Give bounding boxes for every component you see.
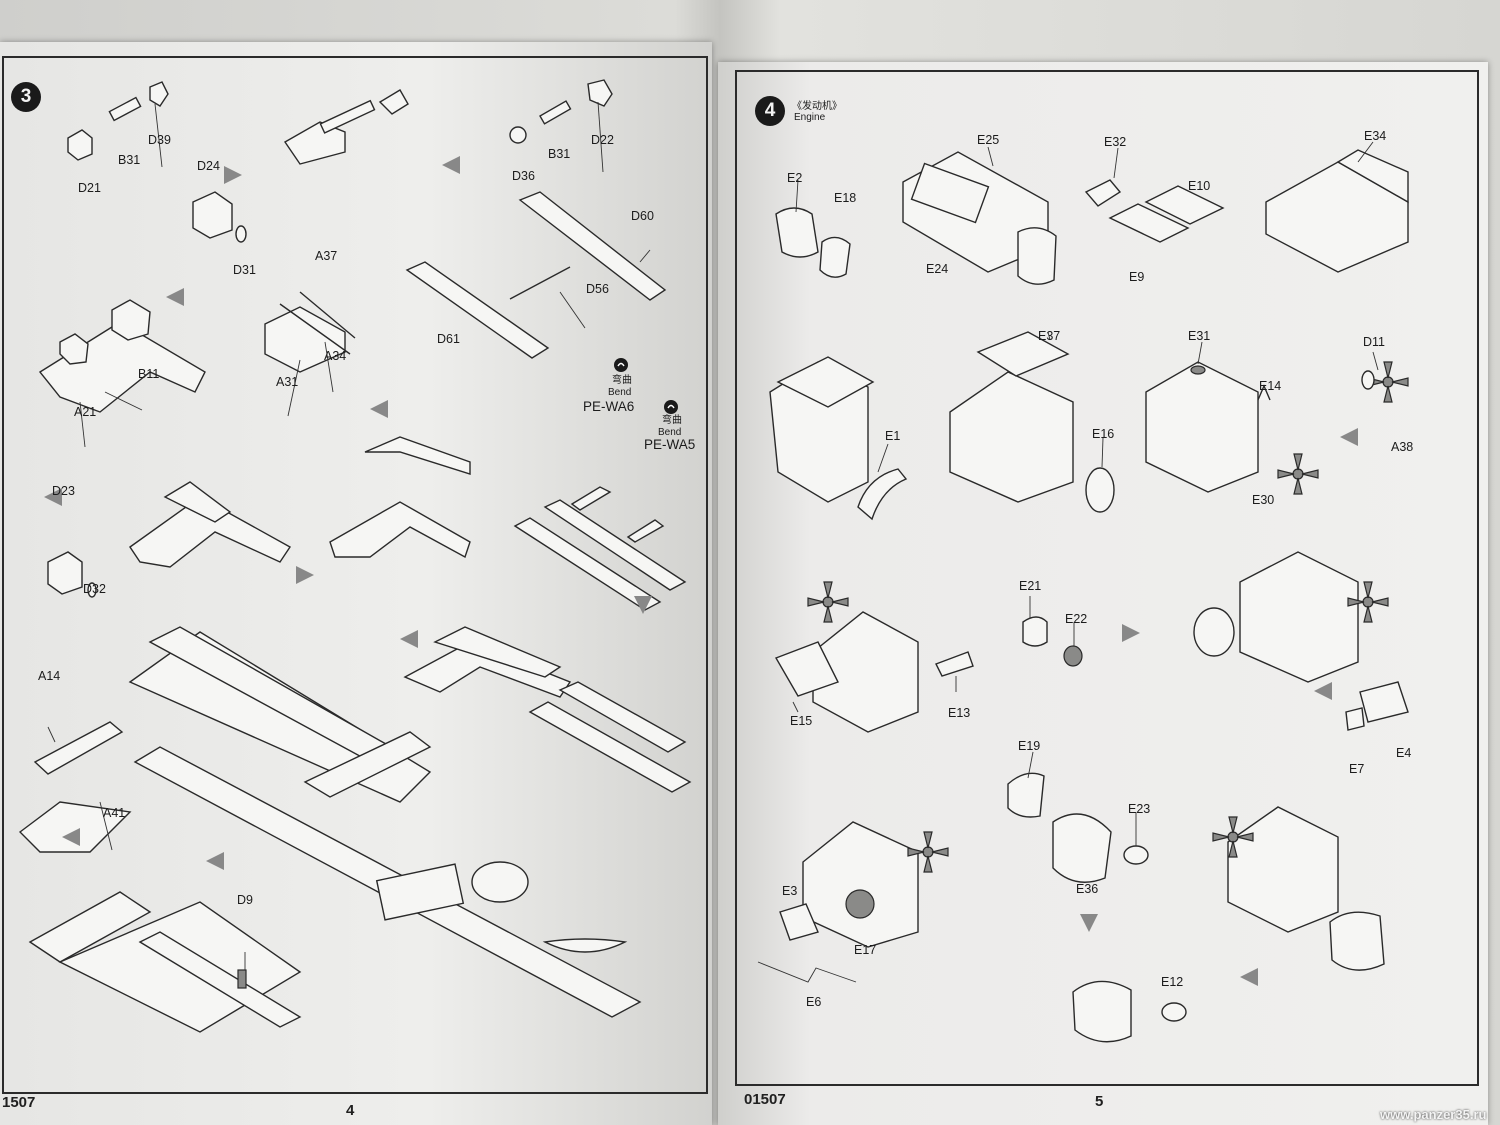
- step-number-badge: 4: [755, 96, 785, 126]
- part-label: D60: [631, 209, 654, 223]
- part-label: E36: [1076, 882, 1099, 896]
- part-label: D24: [197, 159, 220, 173]
- bend-icon: [664, 400, 678, 414]
- bend-note-english: Bend: [608, 387, 632, 398]
- left-page-frame: [2, 56, 708, 1094]
- part-label: E22: [1065, 612, 1088, 626]
- part-label: E25: [977, 133, 1000, 147]
- part-label: B31: [548, 147, 571, 161]
- bend-icon: [614, 358, 628, 372]
- flow-arrow-icon: [400, 630, 418, 648]
- part-label: B31: [118, 153, 141, 167]
- part-label: A14: [38, 669, 61, 683]
- flow-arrow-icon: [1122, 624, 1140, 642]
- right-page: 4 《发动机》 Engine: [718, 62, 1488, 1125]
- flow-arrow-icon: [370, 400, 388, 418]
- flow-arrow-icon: [634, 596, 652, 614]
- part-label: E7: [1349, 762, 1365, 776]
- part-label: D31: [233, 263, 256, 277]
- part-label: D21: [78, 181, 101, 195]
- flow-arrow-icon: [1080, 914, 1098, 932]
- right-page-frame: [735, 70, 1479, 1086]
- part-label: A21: [74, 405, 97, 419]
- part-label: D23: [52, 484, 75, 498]
- part-label: E14: [1259, 379, 1282, 393]
- section-title-chinese: 《发动机》: [792, 101, 842, 112]
- part-label: E6: [806, 995, 822, 1009]
- part-label: B11: [138, 367, 160, 381]
- part-label: E2: [787, 171, 803, 185]
- part-label: E3: [782, 884, 798, 898]
- flow-arrow-icon: [166, 288, 184, 306]
- part-label: E13: [948, 706, 971, 720]
- part-label: A31: [276, 375, 299, 389]
- part-label: E1: [885, 429, 901, 443]
- page-number: 5: [1095, 1093, 1104, 1110]
- flow-arrow-icon: [296, 566, 314, 584]
- part-label: D56: [586, 282, 609, 296]
- flow-arrow-icon: [44, 488, 62, 506]
- part-label: A41: [103, 806, 126, 820]
- part-label: D36: [512, 169, 535, 183]
- bend-note-chinese: 弯曲: [662, 415, 682, 426]
- part-label: E21: [1019, 579, 1042, 593]
- part-label: E23: [1128, 802, 1151, 816]
- part-label: A38: [1391, 440, 1414, 454]
- part-label: E30: [1252, 493, 1275, 507]
- left-page: 3: [0, 42, 712, 1125]
- part-label: E32: [1104, 135, 1127, 149]
- part-label: A37: [315, 249, 338, 263]
- part-label: D61: [437, 332, 460, 346]
- flow-arrow-icon: [206, 852, 224, 870]
- step-number-badge: 3: [11, 82, 41, 112]
- flow-arrow-icon: [1240, 968, 1258, 986]
- flow-arrow-icon: [442, 156, 460, 174]
- part-label: E4: [1396, 746, 1412, 760]
- engine-assembly-drawing: [757, 141, 1409, 1043]
- chassis-assembly-drawing: [18, 79, 692, 1033]
- part-label: E9: [1129, 270, 1145, 284]
- part-label: E19: [1018, 739, 1041, 753]
- bend-note-part: PE-WA5: [644, 437, 696, 452]
- part-label: E31: [1188, 329, 1211, 343]
- flow-arrow-icon: [1340, 428, 1358, 446]
- bend-note-part: PE-WA6: [583, 399, 635, 414]
- flow-arrow-icon: [224, 166, 242, 184]
- part-label: A34: [324, 349, 347, 363]
- page-number: 4: [346, 1102, 355, 1119]
- part-label: E10: [1188, 179, 1211, 193]
- part-label: E34: [1364, 129, 1387, 143]
- bend-note-chinese: 弯曲: [612, 375, 632, 386]
- page-code: 1507: [2, 1094, 36, 1111]
- part-label: E12: [1161, 975, 1184, 989]
- part-label: D22: [591, 133, 614, 147]
- part-label: D32: [83, 582, 106, 596]
- page-code: 01507: [744, 1091, 786, 1108]
- watermark: www.panzer35.ru: [1380, 1107, 1487, 1122]
- part-label: D11: [1363, 335, 1386, 349]
- flow-arrow-icon: [62, 828, 80, 846]
- part-label: E17: [854, 943, 877, 957]
- part-label: E16: [1092, 427, 1115, 441]
- part-label: E37: [1038, 329, 1061, 343]
- section-title: Engine: [794, 112, 826, 123]
- part-label: D9: [237, 893, 253, 907]
- flow-arrow-icon: [1314, 682, 1332, 700]
- part-label: E24: [926, 262, 949, 276]
- part-label: D39: [148, 133, 171, 147]
- bend-note-english: Bend: [658, 427, 682, 438]
- part-label: E15: [790, 714, 813, 728]
- part-label: E18: [834, 191, 857, 205]
